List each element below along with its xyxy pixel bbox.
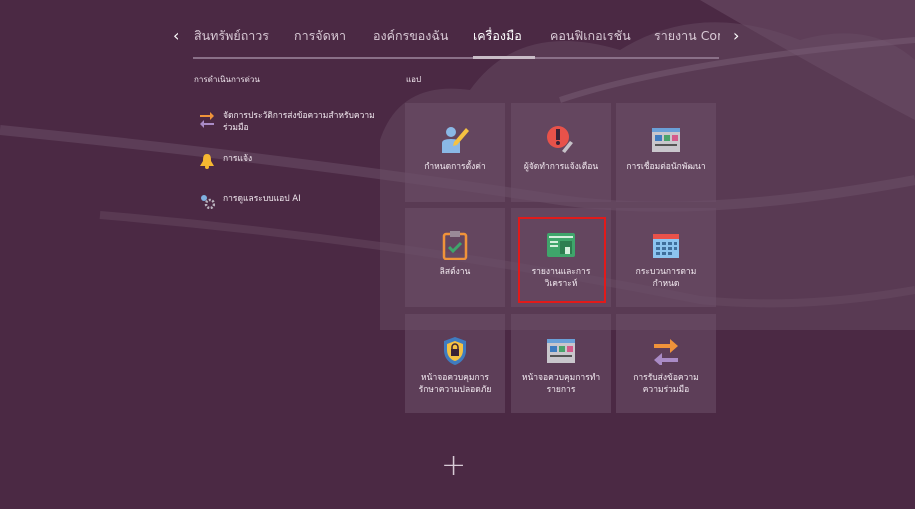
category-tabs: ‹ สินทรัพย์ถาวร การจัดหา องค์กรของฉัน เค… [165,18,755,59]
scroll-right-icon[interactable]: › [733,26,740,45]
app-tile-developer-connection[interactable]: การเชื่อมต่อนักพัฒนา [616,103,716,202]
quick-actions-heading: การดำเนินการด่วน [194,75,260,84]
arrows-swap-icon [199,110,215,132]
app-tile-security-console[interactable]: หน้าจอควบคุมการรักษาความปลอดภัย [405,314,505,413]
highlight-box [518,217,606,303]
app-tile-scheduled-processes[interactable]: กระบวนการตามกำหนด [616,208,716,307]
tab-tools[interactable]: เครื่องมือ [473,28,522,43]
app-tile-transaction-console[interactable]: หน้าจอควบคุมการทำรายการ [511,314,611,413]
app-tile-collaboration-messaging[interactable]: การรับส่งข้อความความร่วมมือ [616,314,716,413]
app-tile-task-list[interactable]: ลิสต์งาน [405,208,505,307]
tab-divider [193,57,719,59]
gears-icon [199,193,216,213]
quick-action-ai-admin[interactable]: การดูแลระบบแอป AI [199,193,384,213]
dashboard-window-icon [546,336,576,366]
arrows-swap-icon [653,336,679,366]
alert-wrench-icon [546,125,576,155]
tab-configuration[interactable]: คอนฟิเกอเรชัน [550,28,631,43]
tab-core-reports[interactable]: รายงาน Core I [654,28,720,43]
add-app-button[interactable]: + [441,448,467,483]
quick-action-messaging-history[interactable]: จัดการประวัติการส่งข้อความสำหรับความร่วม… [199,110,384,134]
app-tile-alert-builder[interactable]: ผู้จัดทำการแจ้งเตือน [511,103,611,202]
app-tile-settings[interactable]: กำหนดการตั้งค่า [405,103,505,202]
scroll-left-icon[interactable]: ‹ [173,26,180,45]
tab-fixed-assets[interactable]: สินทรัพย์ถาวร [194,28,270,43]
active-tab-indicator [473,56,535,59]
tab-my-organization[interactable]: องค์กรของฉัน [373,28,449,43]
dashboard-window-icon [651,125,681,155]
clipboard-check-icon [442,230,468,260]
report-chart-icon [546,230,576,260]
calendar-icon [652,230,680,260]
shield-lock-icon [442,336,468,366]
user-pencil-icon [440,125,470,155]
apps-heading: แอป [406,75,422,84]
app-tile-reports-analytics[interactable]: รายงานและการวิเคราะห์ [511,208,611,307]
bell-icon [199,153,215,173]
tab-procurement[interactable]: การจัดหา [294,28,347,43]
quick-action-notifications[interactable]: การแจ้ง [199,153,384,173]
